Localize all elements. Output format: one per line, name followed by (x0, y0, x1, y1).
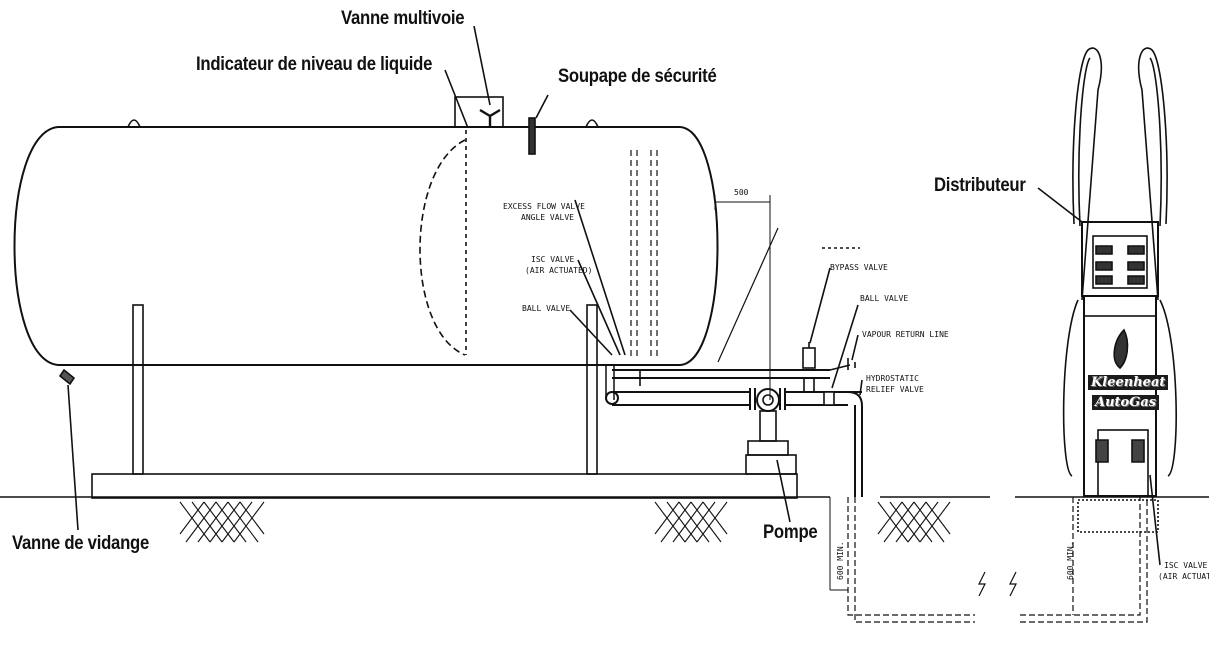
dimension-500: 500 (734, 188, 749, 197)
label-soupape-securite: Soupape de sécurité (558, 66, 717, 87)
brand-line-1: Kleenheat (1088, 375, 1169, 390)
label-excess-flow-valve: EXCESS FLOW VALVE ANGLE VALVE (503, 202, 585, 222)
concrete-slab (91, 473, 798, 499)
label-distributeur: Distributeur (934, 175, 1026, 196)
safety-valve-stem (528, 117, 536, 155)
lifting-lug (127, 119, 141, 128)
label-ball-valve-2: BALL VALVE (860, 294, 909, 303)
label-vanne-vidange: Vanne de vidange (12, 533, 150, 554)
dispenser-base (1077, 499, 1159, 533)
valve-housing (454, 96, 504, 128)
label-hydrostatic-relief: HYDROSTATIC RELIEF VALVE (866, 374, 924, 394)
internal-dished-end (419, 139, 466, 356)
discharge-pipe (612, 391, 862, 406)
label-bypass-valve: BYPASS VALVE (830, 263, 888, 272)
underground-pipe (847, 497, 1148, 623)
brand-line-2: AutoGas (1092, 395, 1160, 410)
label-pompe: Pompe (763, 522, 818, 543)
soil-hatching (179, 501, 951, 543)
label-ball-valve-1: BALL VALVE (522, 304, 571, 313)
dimension-depth-right: 600 MIN. (1066, 541, 1075, 580)
label-vapour-return-line: VAPOUR RETURN LINE (862, 330, 949, 339)
label-isc-valve-1: ISC VALVE (AIR ACTUATED) (525, 255, 593, 275)
dispenser (1062, 47, 1177, 533)
drain-valve (58, 368, 76, 386)
pump (745, 388, 797, 475)
tank-body (13, 126, 719, 366)
lifting-lug (585, 119, 599, 128)
liquid-pipe (612, 369, 830, 379)
label-indicateur-niveau: Indicateur de niveau de liquide (196, 54, 433, 75)
label-vanne-multivoie: Vanne multivoie (341, 8, 465, 29)
label-isc-valve-2: ISC VALVE (AIR ACTUATED) (1158, 561, 1209, 581)
tank-support-right (586, 304, 598, 475)
tank-support-left (132, 304, 144, 475)
dimension-depth-left: 600 MIN. (836, 541, 845, 580)
